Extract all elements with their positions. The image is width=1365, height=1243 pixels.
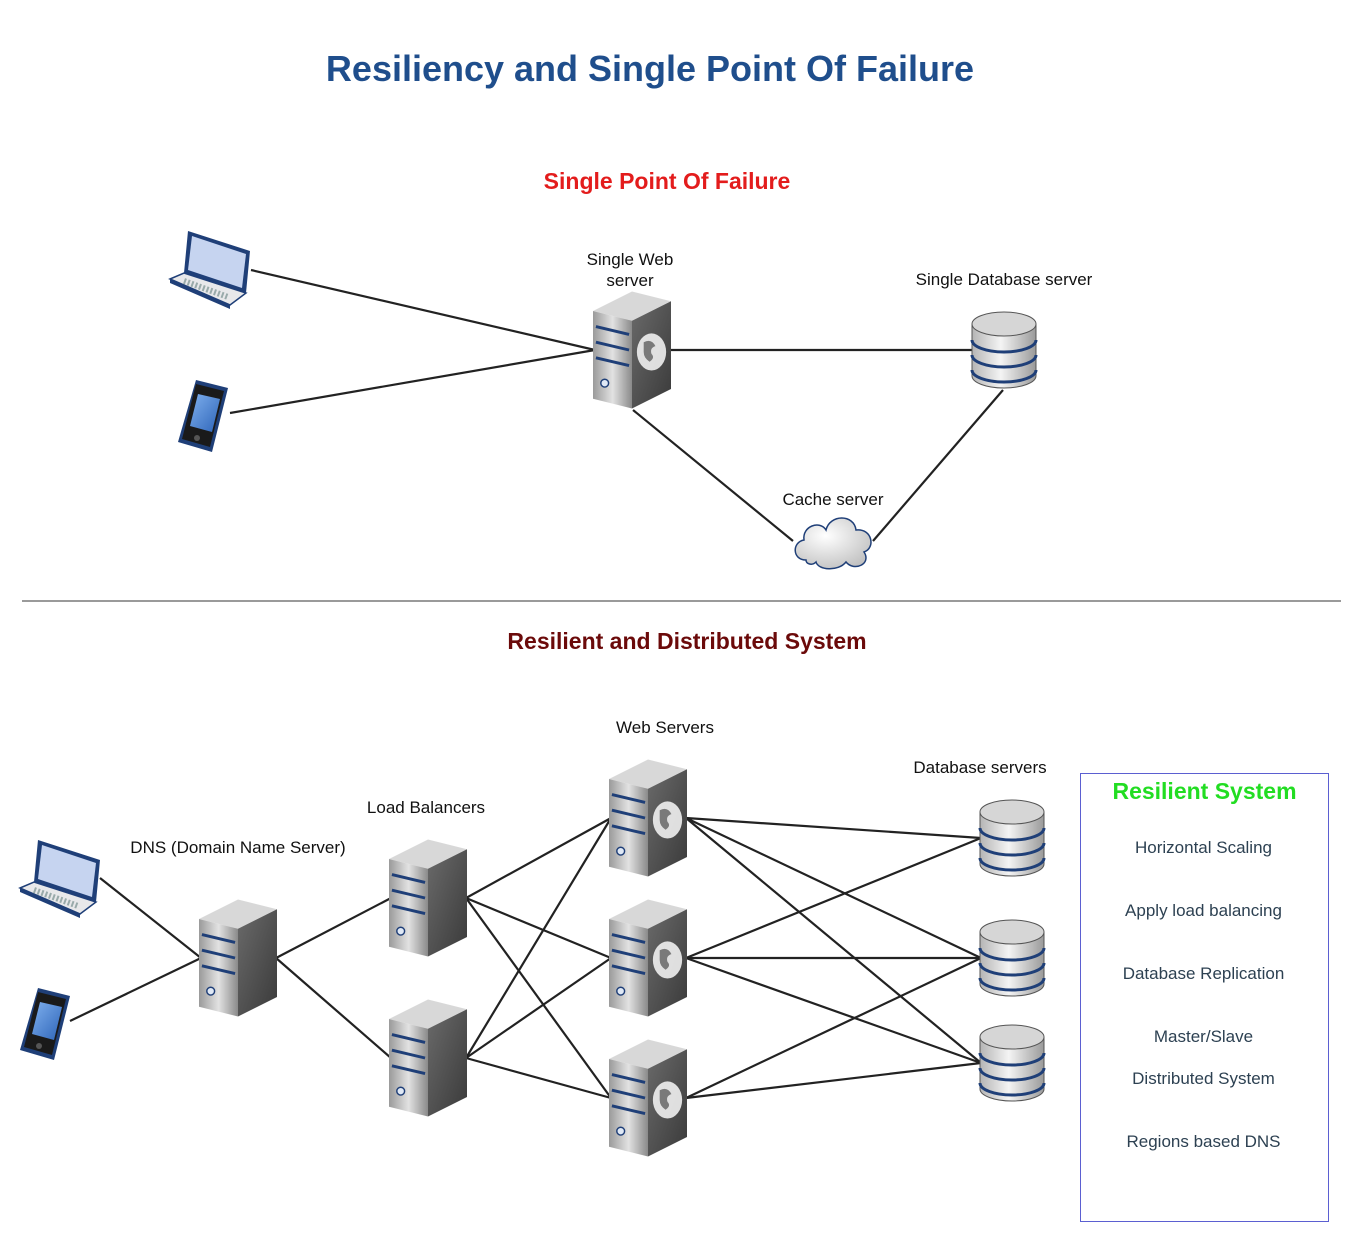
cache-server-label: Cache server <box>782 490 884 509</box>
connector-web3-db2 <box>685 957 982 1099</box>
connector-web1-db2 <box>685 817 982 959</box>
resilient-system-box: Resilient System Horizontal Scaling Appl… <box>1080 773 1329 1222</box>
connector-cache-db <box>872 389 1004 542</box>
resilient-heading: Resilient and Distributed System <box>507 628 867 654</box>
web-server-2-icon <box>609 900 687 1017</box>
connector-web3-db3 <box>685 1061 982 1100</box>
connector-web1-db3 <box>685 817 982 1064</box>
single-database-server-label: Single Database server <box>915 270 1093 289</box>
spof-heading: Single Point Of Failure <box>543 168 791 194</box>
mobile-client-icon <box>20 988 70 1060</box>
spof-connectors <box>229 268 1004 542</box>
web-server-1-icon <box>609 760 687 877</box>
dns-label: DNS (Domain Name Server) <box>130 838 346 857</box>
connector-phone-web <box>229 348 596 415</box>
connector-web2-db1 <box>685 836 982 960</box>
connector-lb2-web3 <box>465 1056 612 1100</box>
load-balancers-label: Load Balancers <box>366 798 486 817</box>
connector-lb1-web1 <box>465 817 612 899</box>
load-balancer-1-icon <box>387 838 469 958</box>
database-server-1-icon <box>978 798 1046 878</box>
connector-web-cache <box>632 409 794 542</box>
connector-dns-lb1 <box>275 897 392 959</box>
single-database-server-icon <box>970 310 1038 390</box>
resilient-item: Distributed System <box>1132 1069 1275 1088</box>
connector-dns-lb2 <box>275 957 392 1059</box>
connector-lb2-web1 <box>465 817 612 1059</box>
load-balancer-2-icon <box>387 998 469 1118</box>
resilient-item: Regions based DNS <box>1126 1132 1281 1151</box>
single-web-server-icon <box>593 292 671 409</box>
cache-server-cloud-icon <box>794 517 872 570</box>
laptop-client-icon <box>170 231 250 309</box>
database-server-3-icon <box>978 1023 1046 1103</box>
connector-web2-db3 <box>685 956 982 1065</box>
resilient-item: Master/Slave <box>1153 1027 1254 1046</box>
connector-lb1-web3 <box>465 897 612 1099</box>
web-server-3-icon <box>609 1040 687 1157</box>
resilient-item: Database Replication <box>1122 964 1285 983</box>
laptop-client-icon <box>20 840 100 918</box>
database-servers-label: Database servers <box>913 758 1047 777</box>
web-servers-label: Web Servers <box>616 718 714 737</box>
connector-lb1-web2 <box>465 896 612 960</box>
mobile-client-icon <box>178 380 228 452</box>
connector-web1-db1 <box>685 816 982 840</box>
dns-server-icon <box>197 898 279 1018</box>
resilient-system-title: Resilient System <box>1112 778 1297 804</box>
page-title: Resiliency and Single Point Of Failure <box>325 48 975 89</box>
resilient-item: Apply load balancing <box>1125 901 1282 920</box>
single-web-server-label: Single Web server <box>586 250 674 290</box>
resilient-connectors <box>69 816 982 1100</box>
connector-laptop-web <box>250 268 596 352</box>
connector-laptop-dns <box>99 877 202 959</box>
connector-phone-dns <box>69 957 202 1022</box>
database-server-2-icon <box>978 918 1046 998</box>
connector-lb2-web2 <box>465 957 612 1059</box>
resilient-item: Horizontal Scaling <box>1134 838 1272 857</box>
